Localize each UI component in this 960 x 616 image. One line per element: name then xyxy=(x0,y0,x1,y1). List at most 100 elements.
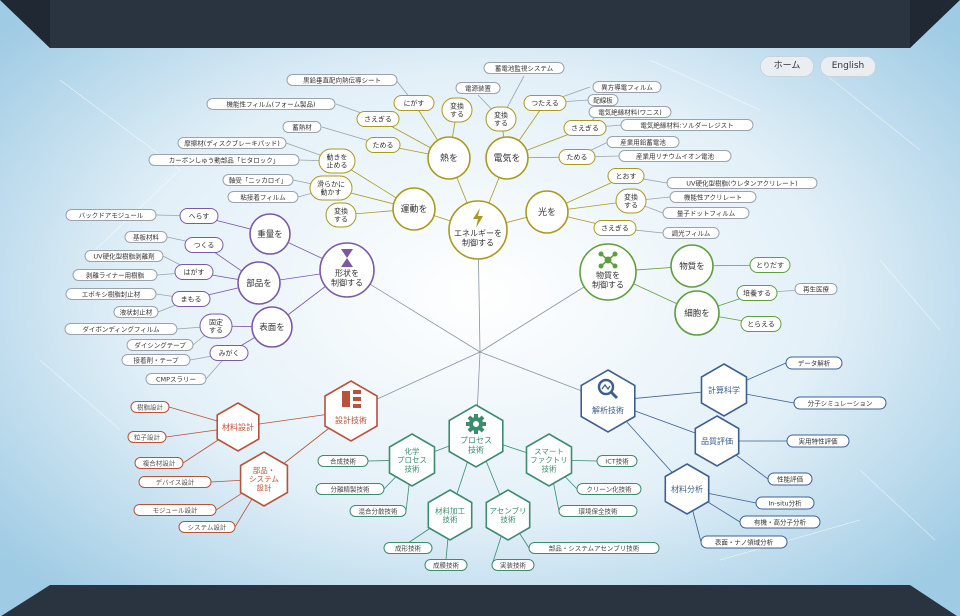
shape-item[interactable]: バックドアモジュール xyxy=(65,209,157,221)
electricity-item[interactable]: 電源装置 xyxy=(455,82,501,94)
electricity-verb[interactable]: 変換する xyxy=(485,106,517,132)
shape-item[interactable]: UV硬化型樹脂剥離剤 xyxy=(84,250,164,262)
quality-evaluation-node[interactable]: 品質評価 xyxy=(694,415,740,467)
light-item[interactable]: 機能性アクリレート xyxy=(669,191,757,203)
shape-verb[interactable]: つくる xyxy=(184,237,224,253)
electricity-item[interactable]: 産業用リチウムイオン電池 xyxy=(618,150,732,162)
motion-verb[interactable]: 変換する xyxy=(325,202,357,228)
heat-item[interactable]: 機能性フィルム(フォーム製品) xyxy=(206,98,336,110)
shape-verb[interactable]: まもる xyxy=(171,291,211,307)
design-item[interactable]: モジュール設計 xyxy=(133,504,217,516)
design-item[interactable]: 複合材設計 xyxy=(134,457,184,469)
electricity-item[interactable]: 異方導電フィルム xyxy=(592,81,662,93)
process-item[interactable]: ICT技術 xyxy=(596,455,638,467)
process-item[interactable]: 成膜技術 xyxy=(424,559,468,571)
design-item[interactable]: デバイス設計 xyxy=(138,476,212,488)
matter-verb[interactable]: 培養する xyxy=(736,285,778,301)
process-item[interactable]: 分離精製技術 xyxy=(315,483,385,495)
light-verb[interactable]: さえぎる xyxy=(593,220,637,236)
analysis-item[interactable]: 実用特性評価 xyxy=(786,434,850,448)
heat-node[interactable]: 熱を xyxy=(427,136,471,180)
heat-item[interactable]: 蓄熱材 xyxy=(282,121,322,133)
process-item[interactable]: 実装技術 xyxy=(491,559,535,571)
electricity-verb[interactable]: ためる xyxy=(558,149,596,165)
system-design-node[interactable]: 部品・システム設計 xyxy=(239,451,289,507)
analysis-item[interactable]: In-situ分析 xyxy=(755,496,815,510)
matter-verb[interactable]: とりだす xyxy=(749,257,791,273)
electricity-item[interactable]: 蓄電池監視システム xyxy=(483,62,565,74)
light-verb[interactable]: 変換する xyxy=(615,188,647,214)
light-item[interactable]: UV硬化型樹脂(ウレタンアクリレート) xyxy=(666,177,818,189)
shape-item[interactable]: 接着剤・テープ xyxy=(121,354,191,366)
design-item[interactable]: システム設計 xyxy=(178,521,236,533)
regen-item[interactable]: 再生医療 xyxy=(794,283,838,295)
light-item[interactable]: 調光フィルム xyxy=(662,227,720,239)
motion-verb[interactable]: 滑らかに動かす xyxy=(309,175,353,201)
heat-verb[interactable]: 変換する xyxy=(441,97,473,123)
process-item[interactable]: 環境保全技術 xyxy=(558,505,638,517)
shape-item[interactable]: 液状封止材 xyxy=(113,306,159,318)
material-analysis-node[interactable]: 材料分析 xyxy=(664,463,710,515)
motion-node[interactable]: 運動を xyxy=(392,187,436,231)
surface-node[interactable]: 表面を xyxy=(251,306,293,348)
weight-node[interactable]: 重量を xyxy=(249,213,291,255)
process-item[interactable]: クリーン化技術 xyxy=(576,483,642,495)
light-verb[interactable]: とおす xyxy=(607,168,645,184)
electricity-verb[interactable]: つたえる xyxy=(523,95,567,111)
motion-item[interactable]: カーボンしゅう動部品「ヒタロック」 xyxy=(148,154,300,166)
motion-item[interactable]: 軸受「ニッカロイ」 xyxy=(222,174,294,186)
english-button[interactable]: English xyxy=(820,56,876,77)
heat-verb[interactable]: さえぎる xyxy=(356,111,400,127)
electricity-item[interactable]: 産業用鉛蓄電池 xyxy=(606,136,680,148)
shape-hub[interactable]: 形状を制御する xyxy=(319,242,375,298)
shape-item[interactable]: 基板材料 xyxy=(124,231,168,243)
analysis-item[interactable]: 分子シミュレーション xyxy=(793,396,887,410)
computational-science-node[interactable]: 計算科学 xyxy=(700,363,748,417)
design-item[interactable]: 樹脂設計 xyxy=(130,401,170,413)
process-hub[interactable]: プロセス技術 xyxy=(448,404,504,468)
shape-item[interactable]: 剥離ライナー用樹脂 xyxy=(72,269,158,281)
process-item[interactable]: 混合分散技術 xyxy=(349,505,407,517)
shape-verb[interactable]: へらす xyxy=(179,208,219,224)
analysis-item[interactable]: 表面・ナノ領域分析 xyxy=(700,535,788,549)
analysis-item[interactable]: データ解析 xyxy=(785,356,843,370)
matter-hub[interactable]: 物質を制御する xyxy=(579,243,637,301)
cell-node[interactable]: 細胞を xyxy=(674,290,720,336)
analysis-hub[interactable]: 解析技術 xyxy=(580,369,636,433)
material-processing-node[interactable]: 材料加工技術 xyxy=(427,489,473,541)
electricity-node[interactable]: 電気を xyxy=(485,136,529,180)
analysis-item[interactable]: 性能評価 xyxy=(767,472,813,486)
shape-verb[interactable]: 固定する xyxy=(199,313,233,339)
motion-item[interactable]: 粘接着フィルム xyxy=(227,191,299,203)
home-button[interactable]: ホーム xyxy=(760,56,814,77)
motion-verb[interactable]: 動きを止める xyxy=(318,148,356,174)
matter-verb[interactable]: とらえる xyxy=(740,316,782,332)
electricity-item[interactable]: 電気絶縁材料(ワニス) xyxy=(588,106,672,118)
light-node[interactable]: 光を xyxy=(525,190,569,234)
electricity-item[interactable]: 配線板 xyxy=(587,94,619,106)
design-hub[interactable]: 設計技術 xyxy=(324,380,378,442)
analysis-item[interactable]: 有機・高分子分析 xyxy=(739,515,821,529)
light-item[interactable]: 量子ドットフィルム xyxy=(662,207,750,219)
shape-item[interactable]: エポキシ樹脂封止材 xyxy=(65,288,157,300)
process-item[interactable]: 成形技術 xyxy=(383,542,433,554)
shape-item[interactable]: CMPスラリー xyxy=(145,373,207,385)
electricity-item[interactable]: 電気絶縁材料:ソルダーレジスト xyxy=(620,119,754,131)
smart-factory-node[interactable]: スマートファクトリ技術 xyxy=(525,433,573,487)
shape-verb[interactable]: みがく xyxy=(209,345,249,361)
electricity-verb[interactable]: さえぎる xyxy=(563,120,607,136)
material-design-node[interactable]: 材料設計 xyxy=(216,402,260,452)
assembly-node[interactable]: アセンブリ技術 xyxy=(485,489,531,541)
process-item[interactable]: 合成技術 xyxy=(317,455,369,467)
motion-item[interactable]: 摩擦材(ディスクブレーキパッド) xyxy=(177,137,287,149)
part-node[interactable]: 部品を xyxy=(237,261,281,305)
shape-item[interactable]: ダイボンディングフィルム xyxy=(64,323,178,335)
design-item[interactable]: 粒子設計 xyxy=(127,431,167,443)
substance-node[interactable]: 物質を xyxy=(670,244,714,288)
shape-item[interactable]: ダイシングテープ xyxy=(126,339,194,351)
heat-verb[interactable]: ためる xyxy=(365,137,401,153)
chemical-process-node[interactable]: 化学プロセス技術 xyxy=(388,433,436,487)
energy-hub[interactable]: エネルギーを制御する xyxy=(448,200,508,260)
process-item[interactable]: 部品・システムアセンブリ技術 xyxy=(528,542,660,554)
heat-item[interactable]: 黒鉛垂直配向熱伝導シート xyxy=(286,74,398,86)
